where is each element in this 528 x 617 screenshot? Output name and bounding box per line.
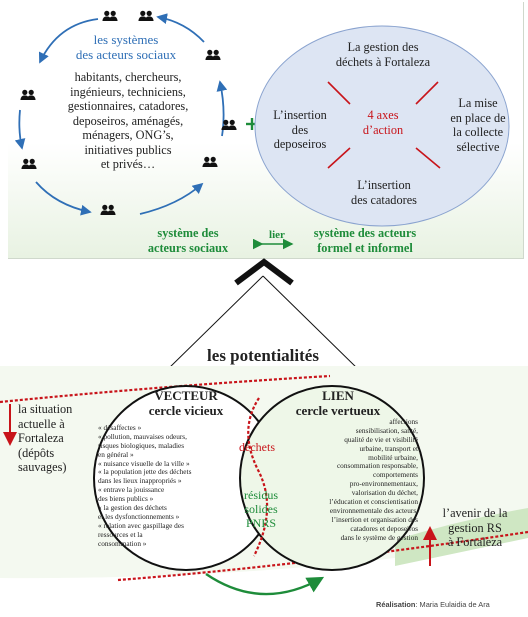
credit-line: Réalisation: Maria Eulaidia de Ara	[376, 600, 528, 609]
potentials-title: les potentialités	[207, 346, 319, 365]
actors-cycle-arrows	[14, 13, 228, 216]
vector-title: VECTEUR cercle vicieux	[148, 388, 224, 419]
link-mid: lier	[269, 229, 285, 241]
vector-items: « désaffectes » « pollution, mauvaises o…	[98, 423, 192, 548]
axis-top: La gestion des déchets à Fortaleza	[335, 40, 431, 69]
actors-title: les systèmes des acteurs sociaux	[75, 32, 177, 63]
axis-right: La mise en place de la collecte sélectiv…	[450, 96, 506, 154]
credit-label: Réalisation	[376, 600, 416, 609]
cycle-arrow	[205, 573, 325, 596]
situation-text: la situation actuelle à Fortaleza (dépôt…	[18, 402, 73, 474]
link-right: système des acteurs formel et informel	[313, 226, 417, 255]
term-residus: résidus solides PNRS	[244, 488, 278, 531]
axis-left: L’insertion des deposeiros	[273, 108, 327, 151]
lien-title: LIEN cercle vertueux	[295, 388, 381, 419]
credit-author: : Maria Eulaidia de Ara	[415, 600, 490, 609]
chevron-icon	[234, 258, 294, 286]
link-left: système des acteurs sociaux	[147, 226, 229, 255]
axis-bottom: L’insertion des catadores	[351, 178, 417, 207]
lens-divider	[247, 397, 269, 557]
future-shade	[395, 508, 528, 566]
actors-list: habitants, chercheurs, ingénieurs, techn…	[67, 70, 189, 171]
term-dechets: déchets	[239, 440, 275, 454]
future-text: l’avenir de la gestion RS à Fortaleza	[442, 506, 508, 549]
axes-ellipse	[254, 25, 510, 227]
axes-connectors	[327, 81, 441, 169]
lien-items: affections sensibilisation, santé, quali…	[329, 417, 418, 542]
axes-center: 4 axes d’action	[362, 108, 404, 137]
lien-circle	[239, 385, 425, 571]
trend-lines	[0, 374, 528, 582]
